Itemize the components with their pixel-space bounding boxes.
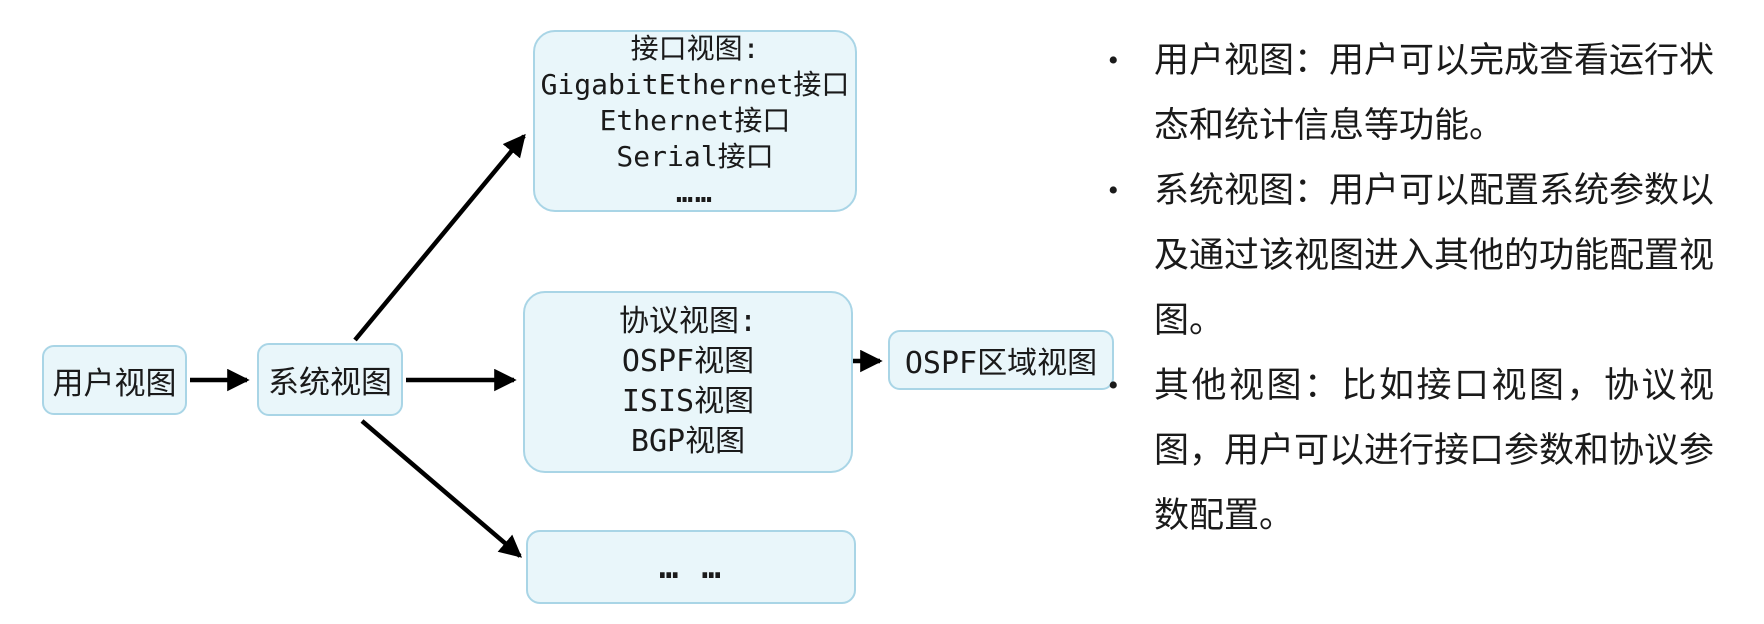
note-text: 其他视图：比如接口视图，协议视图，用户可以进行接口参数和协议参数配置。 — [1154, 366, 1715, 535]
ospf-area-view-box: OSPF区域视图 — [888, 330, 1114, 390]
interface-view-item-3: Serial接口 — [616, 140, 774, 173]
bullet-icon: • — [1108, 44, 1119, 77]
interface-view-box: 接口视图: GigabitEthernet接口 Ethernet接口 Seria… — [533, 30, 857, 212]
bullet-icon: • — [1108, 174, 1119, 207]
notes-panel: • 用户视图：用户可以完成查看运行状态和统计信息等功能。 • 系统视图：用户可以… — [1108, 28, 1748, 548]
protocol-view-item-3: BGP视图 — [630, 424, 746, 459]
system-view-box: 系统视图 — [257, 343, 403, 416]
protocol-view-item-2: ISIS视图 — [621, 384, 755, 419]
interface-view-title: 接口视图: — [630, 32, 760, 65]
other-views-box: … … — [526, 530, 856, 604]
arrow-system-to-other — [360, 419, 523, 558]
other-views-ellipsis: … … — [659, 548, 723, 586]
arrow-system-to-interface — [353, 133, 526, 342]
note-item-system-view: • 系统视图：用户可以配置系统参数以及通过该视图进入其他的功能配置视图。 — [1108, 158, 1748, 353]
bullet-icon: • — [1108, 369, 1119, 402]
note-text: 用户视图：用户可以完成查看运行状态和统计信息等功能。 — [1154, 41, 1715, 145]
ospf-area-view-label: OSPF区域视图 — [904, 346, 1098, 381]
note-item-other-views: • 其他视图：比如接口视图，协议视图，用户可以进行接口参数和协议参数配置。 — [1108, 353, 1748, 548]
note-text: 系统视图：用户可以配置系统参数以及通过该视图进入其他的功能配置视图。 — [1154, 171, 1715, 340]
protocol-view-title: 协议视图: — [618, 304, 758, 339]
interface-view-item-1: GigabitEthernet接口 — [540, 68, 850, 101]
protocol-view-item-1: OSPF视图 — [621, 344, 755, 379]
user-view-label: 用户视图 — [52, 365, 177, 402]
system-view-label: 系统视图 — [268, 365, 392, 401]
protocol-view-box: 协议视图: OSPF视图 ISIS视图 BGP视图 — [523, 291, 853, 473]
interface-view-item-2: Ethernet接口 — [599, 104, 791, 137]
note-item-user-view: • 用户视图：用户可以完成查看运行状态和统计信息等功能。 — [1108, 28, 1748, 158]
user-view-box: 用户视图 — [42, 345, 187, 415]
interface-view-ellipsis: …… — [676, 176, 714, 209]
